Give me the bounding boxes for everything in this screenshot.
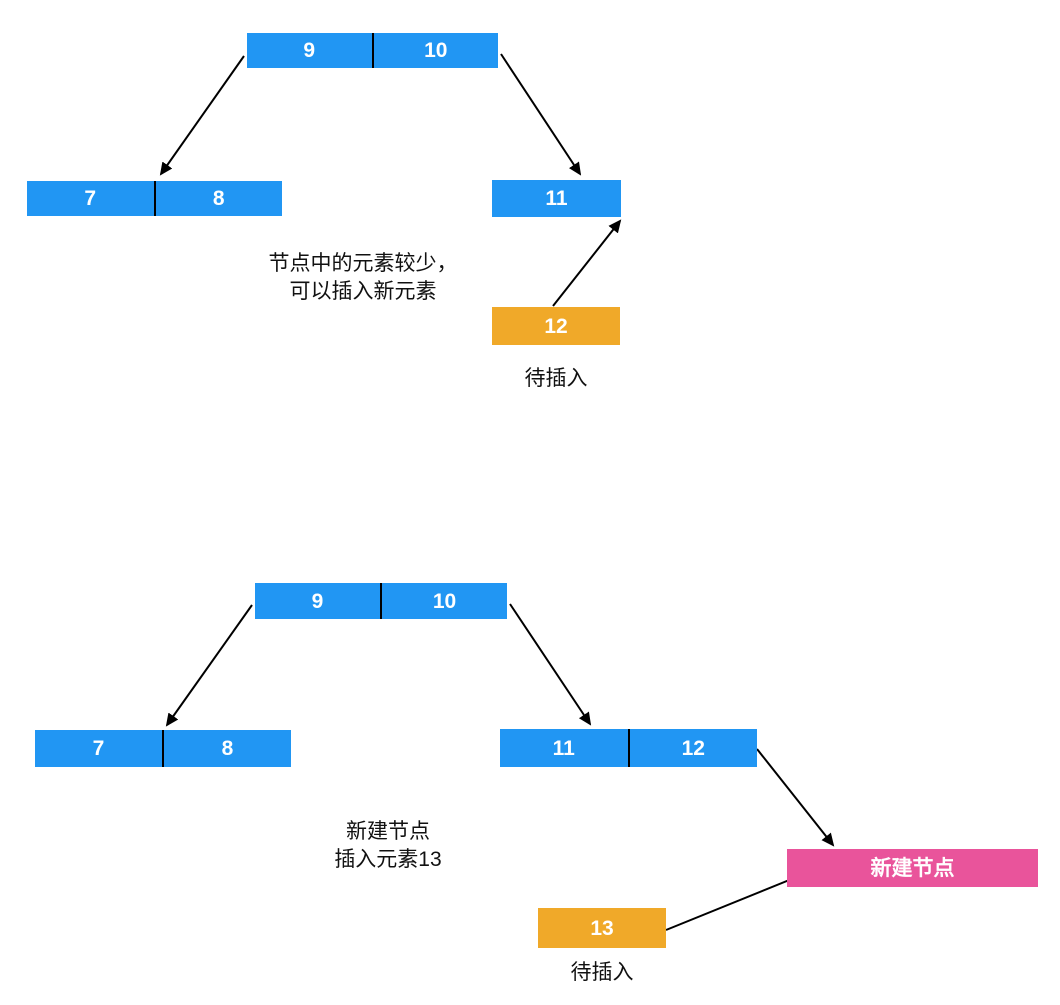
d1-pending-node: 12 — [492, 307, 620, 345]
arrow-d2-root-to-right-child — [509, 603, 592, 726]
d2-left-key-7: 7 — [92, 737, 105, 760]
arrow-d2-right-child-to-new-node — [756, 748, 835, 847]
d2-pending-key-13: 13 — [590, 916, 614, 940]
d1-left-key-7: 7 — [84, 187, 97, 210]
d1-left-key-8: 8 — [153, 181, 283, 216]
d2-new-node: 新建节点 — [787, 849, 1038, 887]
d1-right-child-node: 11 — [492, 180, 621, 217]
d2-annotation-line1: 新建节点 — [346, 820, 430, 843]
d2-left-key-8: 8 — [162, 730, 291, 767]
d2-annotation-line2: 插入元素13 — [334, 848, 442, 871]
d1-right-key-11: 11 — [545, 187, 568, 210]
d2-root-key-10: 10 — [380, 583, 507, 619]
arrow-d1-root-to-right-child — [500, 53, 582, 176]
d1-root-node: 9 10 — [247, 33, 498, 68]
d2-new-node-label: 新建节点 — [870, 856, 955, 880]
d1-annotation: 节点中的元素较少， 可以插入新元素 — [238, 250, 488, 306]
arrow-d1-pending-to-right-child — [552, 219, 622, 307]
d2-annotation: 新建节点 插入元素13 — [263, 818, 513, 874]
d1-annotation-line1: 节点中的元素较少， — [268, 252, 458, 275]
d1-pending-key-12: 12 — [544, 314, 568, 338]
d2-root-node: 9 10 — [255, 583, 507, 619]
d1-root-key-10: 10 — [371, 33, 499, 68]
arrow-d1-root-to-left-child — [159, 55, 245, 176]
d2-right-key-11: 11 — [552, 736, 575, 760]
arrow-d2-root-to-left-child — [165, 604, 253, 727]
d2-pending-node: 13 — [538, 908, 666, 948]
d2-right-key-12: 12 — [627, 729, 758, 767]
d1-pending-caption: 待插入 — [524, 367, 588, 390]
d2-root-key-9: 9 — [311, 589, 324, 613]
d1-root-key-9: 9 — [303, 39, 316, 62]
d2-left-child-node: 7 8 — [35, 730, 291, 767]
d2-pending-caption: 待插入 — [570, 961, 634, 984]
d1-left-child-node: 7 8 — [27, 181, 282, 216]
d1-annotation-line2: 可以插入新元素 — [289, 280, 437, 303]
d2-right-child-node: 11 12 — [500, 729, 757, 767]
